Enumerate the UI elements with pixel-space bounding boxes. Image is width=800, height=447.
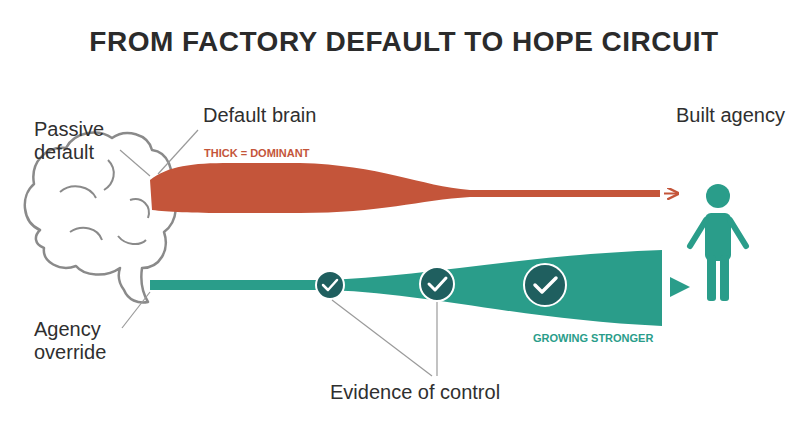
band-note: GROWING STRONGER — [533, 332, 683, 345]
callout-label: Passive default — [34, 118, 120, 164]
check-circle — [316, 271, 344, 299]
band-note: THICK = DOMINANT — [204, 147, 344, 160]
default-arrow — [664, 193, 678, 195]
callout-label: Agency override — [34, 318, 124, 364]
callout-label: Built agency — [676, 104, 794, 127]
person-icon — [690, 184, 746, 301]
agency-arrow — [670, 277, 690, 297]
diagram-title: FROM FACTORY DEFAULT TO HOPE CIRCUIT — [4, 26, 800, 58]
default-band — [150, 163, 660, 213]
check-circle — [524, 264, 566, 306]
check-circle — [420, 267, 454, 301]
callout-label: Default brain — [203, 104, 363, 127]
callout-label: Evidence of control — [330, 381, 550, 404]
leader-line — [120, 130, 437, 376]
agency-band — [150, 250, 662, 326]
brain-fold — [60, 160, 149, 244]
